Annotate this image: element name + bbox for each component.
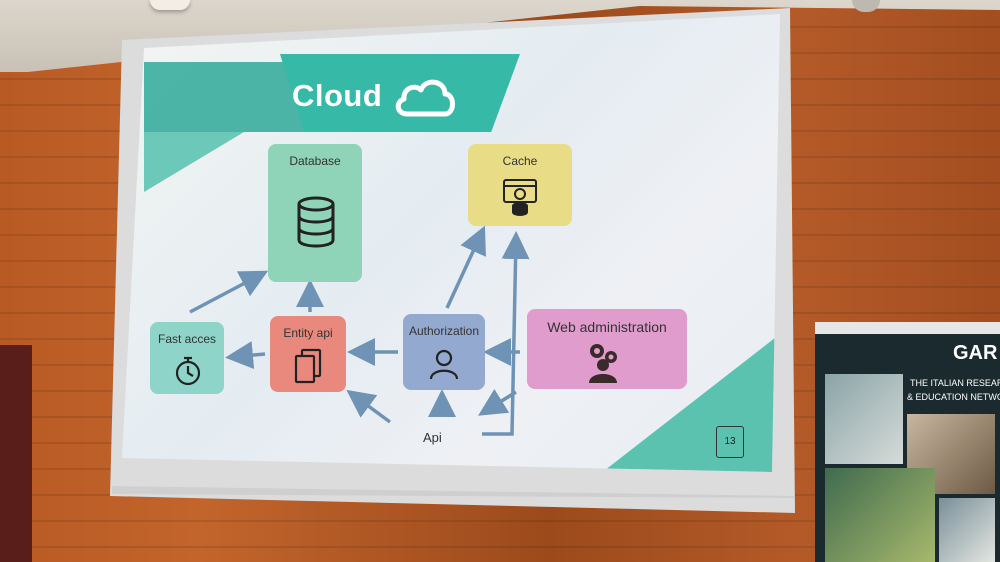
stopwatch-icon xyxy=(175,356,201,386)
slide-title: Cloud xyxy=(292,78,383,113)
fast-access-node: Fast acces xyxy=(150,322,224,394)
poster-photo-4 xyxy=(939,498,995,562)
gears-icon xyxy=(589,344,617,383)
fast-access-label: Fast acces xyxy=(157,332,217,346)
flow-arrows xyxy=(189,225,530,436)
database-icon xyxy=(297,196,335,248)
poster-top-strip xyxy=(815,322,1000,334)
web-administration-label: Web administration xyxy=(547,319,667,335)
database-label: Database xyxy=(289,154,341,168)
web-administration-node: Web administration xyxy=(527,309,687,389)
api-label: Api xyxy=(423,430,442,445)
banner-highlight xyxy=(280,54,520,132)
entity-api-node: Entity api xyxy=(270,316,346,392)
ceiling-lamp xyxy=(150,0,190,10)
documents-icon xyxy=(294,348,322,384)
cloud-icon xyxy=(395,79,455,117)
cache-icon xyxy=(503,179,537,216)
entity-api-label: Entity api xyxy=(283,326,333,340)
cache-label: Cache xyxy=(502,154,538,168)
poster-line-1: THE ITALIAN RESEAR xyxy=(910,378,1000,388)
ceiling-camera xyxy=(852,0,880,12)
poster-title: GAR xyxy=(953,342,998,364)
authorization-label: Authorization xyxy=(408,324,480,338)
side-poster: GAR THE ITALIAN RESEAR & EDUCATION NETWO xyxy=(815,322,1000,562)
poster-photo-1 xyxy=(825,374,903,464)
left-panel xyxy=(0,345,32,562)
user-icon xyxy=(429,349,459,380)
slide-page-number: 13 xyxy=(724,436,736,447)
arrows-layer xyxy=(189,225,530,436)
page-icon: 13 xyxy=(716,426,744,458)
authorization-node: Authorization xyxy=(403,314,485,390)
projected-slide: Cloud Database xyxy=(122,14,780,472)
poster-line-2: & EDUCATION NETWO xyxy=(907,392,1000,402)
cache-node: Cache xyxy=(468,144,572,226)
poster-photo-3 xyxy=(825,468,935,562)
database-node: Database xyxy=(268,144,362,282)
